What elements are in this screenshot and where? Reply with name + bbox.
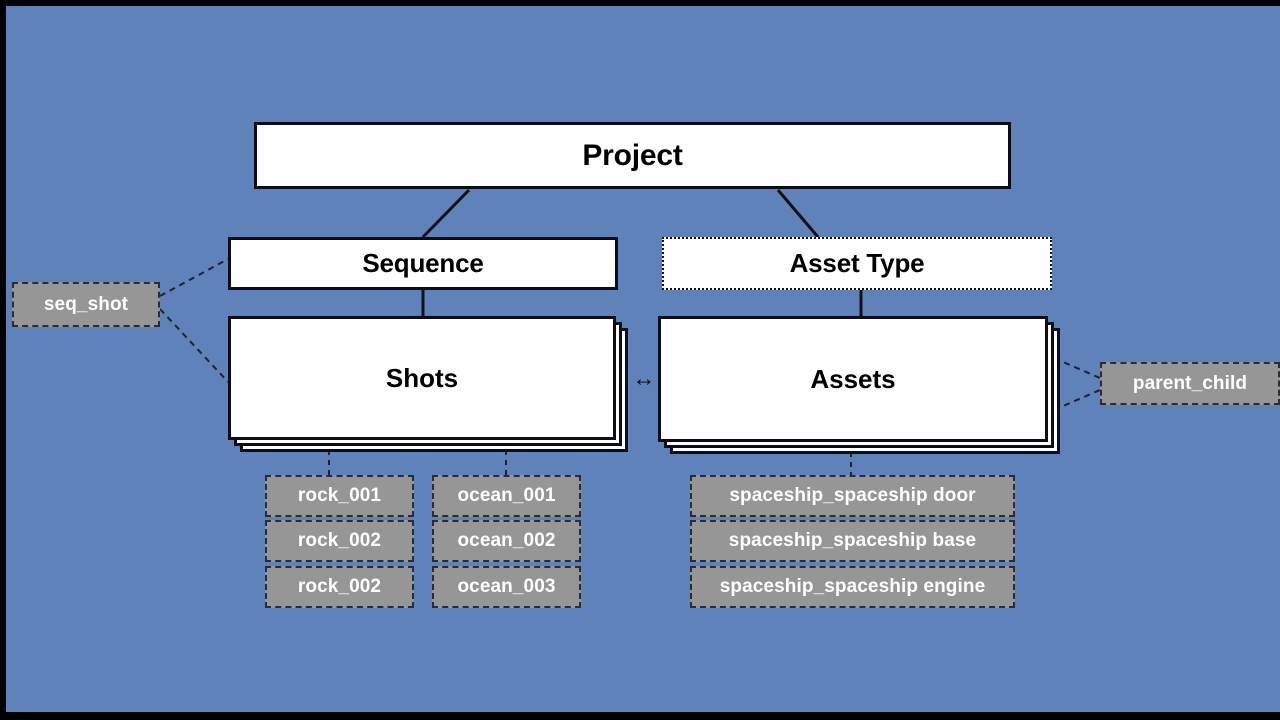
instance-tag[interactable]: rock_001 (265, 475, 414, 517)
edge-project-sequence (421, 188, 471, 239)
instance-tag-label: spaceship_spaceship door (729, 485, 976, 506)
entity-box-project[interactable]: Project (254, 122, 1011, 189)
relation-tag-parent-child[interactable]: parent_child (1100, 362, 1280, 405)
entity-box-sequence[interactable]: Sequence (228, 237, 618, 290)
instance-tag-label: ocean_002 (457, 530, 556, 551)
stack-layer-front (228, 316, 616, 440)
entity-label-project: Project (582, 138, 683, 172)
instance-tag-label: rock_001 (297, 485, 382, 506)
entity-stack-shots[interactable]: Shots (228, 316, 628, 452)
instance-tag-label: spaceship_spaceship base (728, 530, 977, 551)
instance-tag-label: rock_002 (297, 576, 382, 597)
edge-project-assettype (776, 189, 820, 238)
diagram-stage: Project Sequence Asset Type Shots Assets… (6, 6, 1280, 712)
entity-label-shots: Shots (385, 362, 459, 393)
entity-box-asset-type[interactable]: Asset Type (662, 237, 1052, 290)
stack-layer-front (658, 316, 1048, 442)
instance-tag[interactable]: spaceship_spaceship base (690, 520, 1015, 562)
instance-tag[interactable]: rock_002 (265, 520, 414, 562)
edge-seqshot-sequence (159, 258, 229, 297)
edge-seqshot-shots (159, 308, 231, 385)
instance-tag-label: ocean_003 (457, 576, 556, 597)
double-arrow-icon: ↔ (632, 364, 656, 391)
instance-tag-label: spaceship_spaceship engine (719, 576, 986, 597)
instance-tag[interactable]: spaceship_spaceship door (690, 475, 1015, 517)
relation-tag-label: seq_shot (43, 293, 129, 315)
instance-tag[interactable]: ocean_002 (432, 520, 581, 562)
entity-label-assets: Assets (810, 363, 896, 394)
instance-tag[interactable]: rock_002 (265, 566, 414, 608)
edge-parentchild-assets-bottom (1053, 389, 1101, 411)
instance-tag-label: ocean_001 (457, 485, 556, 506)
instance-tag-label: rock_002 (297, 530, 382, 551)
instance-tag[interactable]: ocean_001 (432, 475, 581, 517)
relation-tag-label: parent_child (1132, 372, 1248, 394)
edge-parentchild-assets-top (1053, 357, 1101, 379)
connector-lines (159, 188, 1101, 475)
entity-label-sequence: Sequence (362, 248, 484, 278)
instance-tag[interactable]: spaceship_spaceship engine (690, 566, 1015, 608)
entity-stack-assets[interactable]: Assets (658, 316, 1060, 454)
entity-label-asset-type: Asset Type (789, 248, 925, 278)
instance-tag[interactable]: ocean_003 (432, 566, 581, 608)
relation-tag-seq-shot[interactable]: seq_shot (12, 282, 160, 327)
